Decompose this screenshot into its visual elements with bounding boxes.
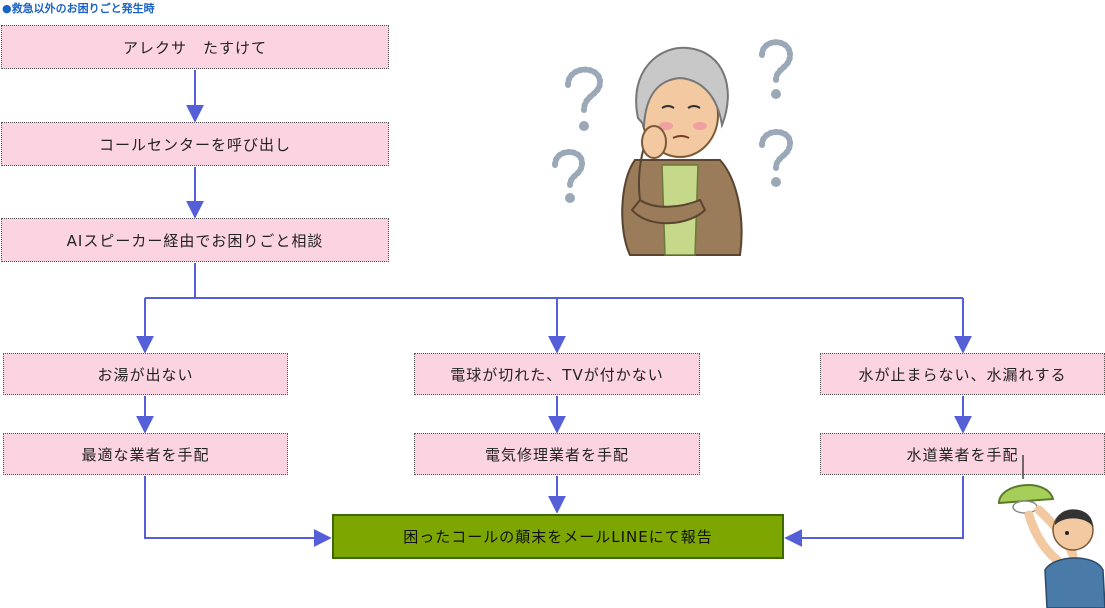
- worried-elderly-woman-illustration: [552, 39, 794, 256]
- problem-hot-water: お湯が出ない: [3, 353, 288, 395]
- arrow-action1-to-final: [144, 476, 332, 547]
- step-consult: AIスピーカー経由でお困りごと相談: [1, 218, 389, 262]
- branch-connector: [194, 263, 963, 299]
- action-plumber: 水道業者を手配: [820, 433, 1105, 475]
- final-report: 困ったコールの顛末をメールLINEにて報告: [332, 514, 784, 559]
- action-electric-vendor: 電気修理業者を手配: [414, 433, 700, 475]
- question-mark-icon: [565, 66, 604, 113]
- step-alexa: アレクサ たすけて: [1, 25, 389, 69]
- step-call-center: コールセンターを呼び出し: [1, 122, 389, 166]
- question-mark-icon: [759, 129, 794, 171]
- action-best-vendor: 最適な業者を手配: [3, 433, 288, 475]
- question-mark-icon: [552, 149, 586, 188]
- lamp-repair-boy-illustration: [997, 455, 1105, 608]
- question-mark-icon: [759, 39, 794, 83]
- problem-electric: 電球が切れた、TVが付かない: [414, 353, 700, 395]
- diagram-caption: ●救急以外のお困りごと発生時: [2, 2, 155, 15]
- problem-water-leak: 水が止まらない、水漏れする: [820, 353, 1105, 395]
- arrow-action3-to-final: [784, 476, 964, 547]
- ceiling-lamp-icon: [997, 484, 1055, 505]
